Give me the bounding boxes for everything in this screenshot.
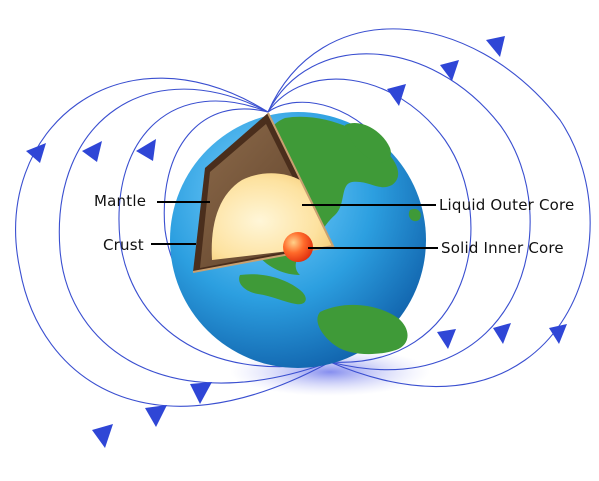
leader-lines: [151, 201, 438, 249]
continent-south-america: [317, 304, 408, 355]
triangle-arrow-icon: [437, 329, 456, 349]
field-line: [118, 100, 331, 368]
triangle-arrow-icon: [387, 84, 406, 106]
field-arrows: [26, 36, 567, 448]
field-line: [267, 78, 472, 363]
wedge-edge: [192, 112, 335, 273]
inner-core: [283, 232, 313, 262]
outer-core-label: Liquid Outer Core: [439, 196, 575, 214]
triangle-arrow-icon: [82, 141, 102, 162]
triangle-arrow-icon: [145, 405, 167, 427]
triangle-arrow-icon: [26, 143, 46, 163]
triangle-arrow-icon: [190, 382, 212, 404]
continent-central-america: [239, 274, 306, 305]
crust-label: Crust: [103, 236, 144, 254]
triangle-arrow-icon: [136, 139, 156, 161]
mantle-label: Mantle: [94, 192, 147, 210]
field-line: [58, 88, 331, 384]
triangle-arrow-icon: [549, 324, 567, 344]
triangle-arrow-icon: [493, 323, 511, 344]
triangle-arrow-icon: [92, 424, 113, 448]
field-line: [267, 53, 531, 370]
field-line: [267, 28, 591, 387]
triangle-arrow-icon: [486, 36, 505, 57]
island: [408, 208, 421, 222]
triangle-arrow-icon: [440, 60, 459, 81]
earth-globe: [170, 112, 426, 368]
continent-greenland: [345, 122, 391, 163]
field-line: [15, 77, 331, 407]
inner-core-label: Solid Inner Core: [441, 239, 564, 257]
